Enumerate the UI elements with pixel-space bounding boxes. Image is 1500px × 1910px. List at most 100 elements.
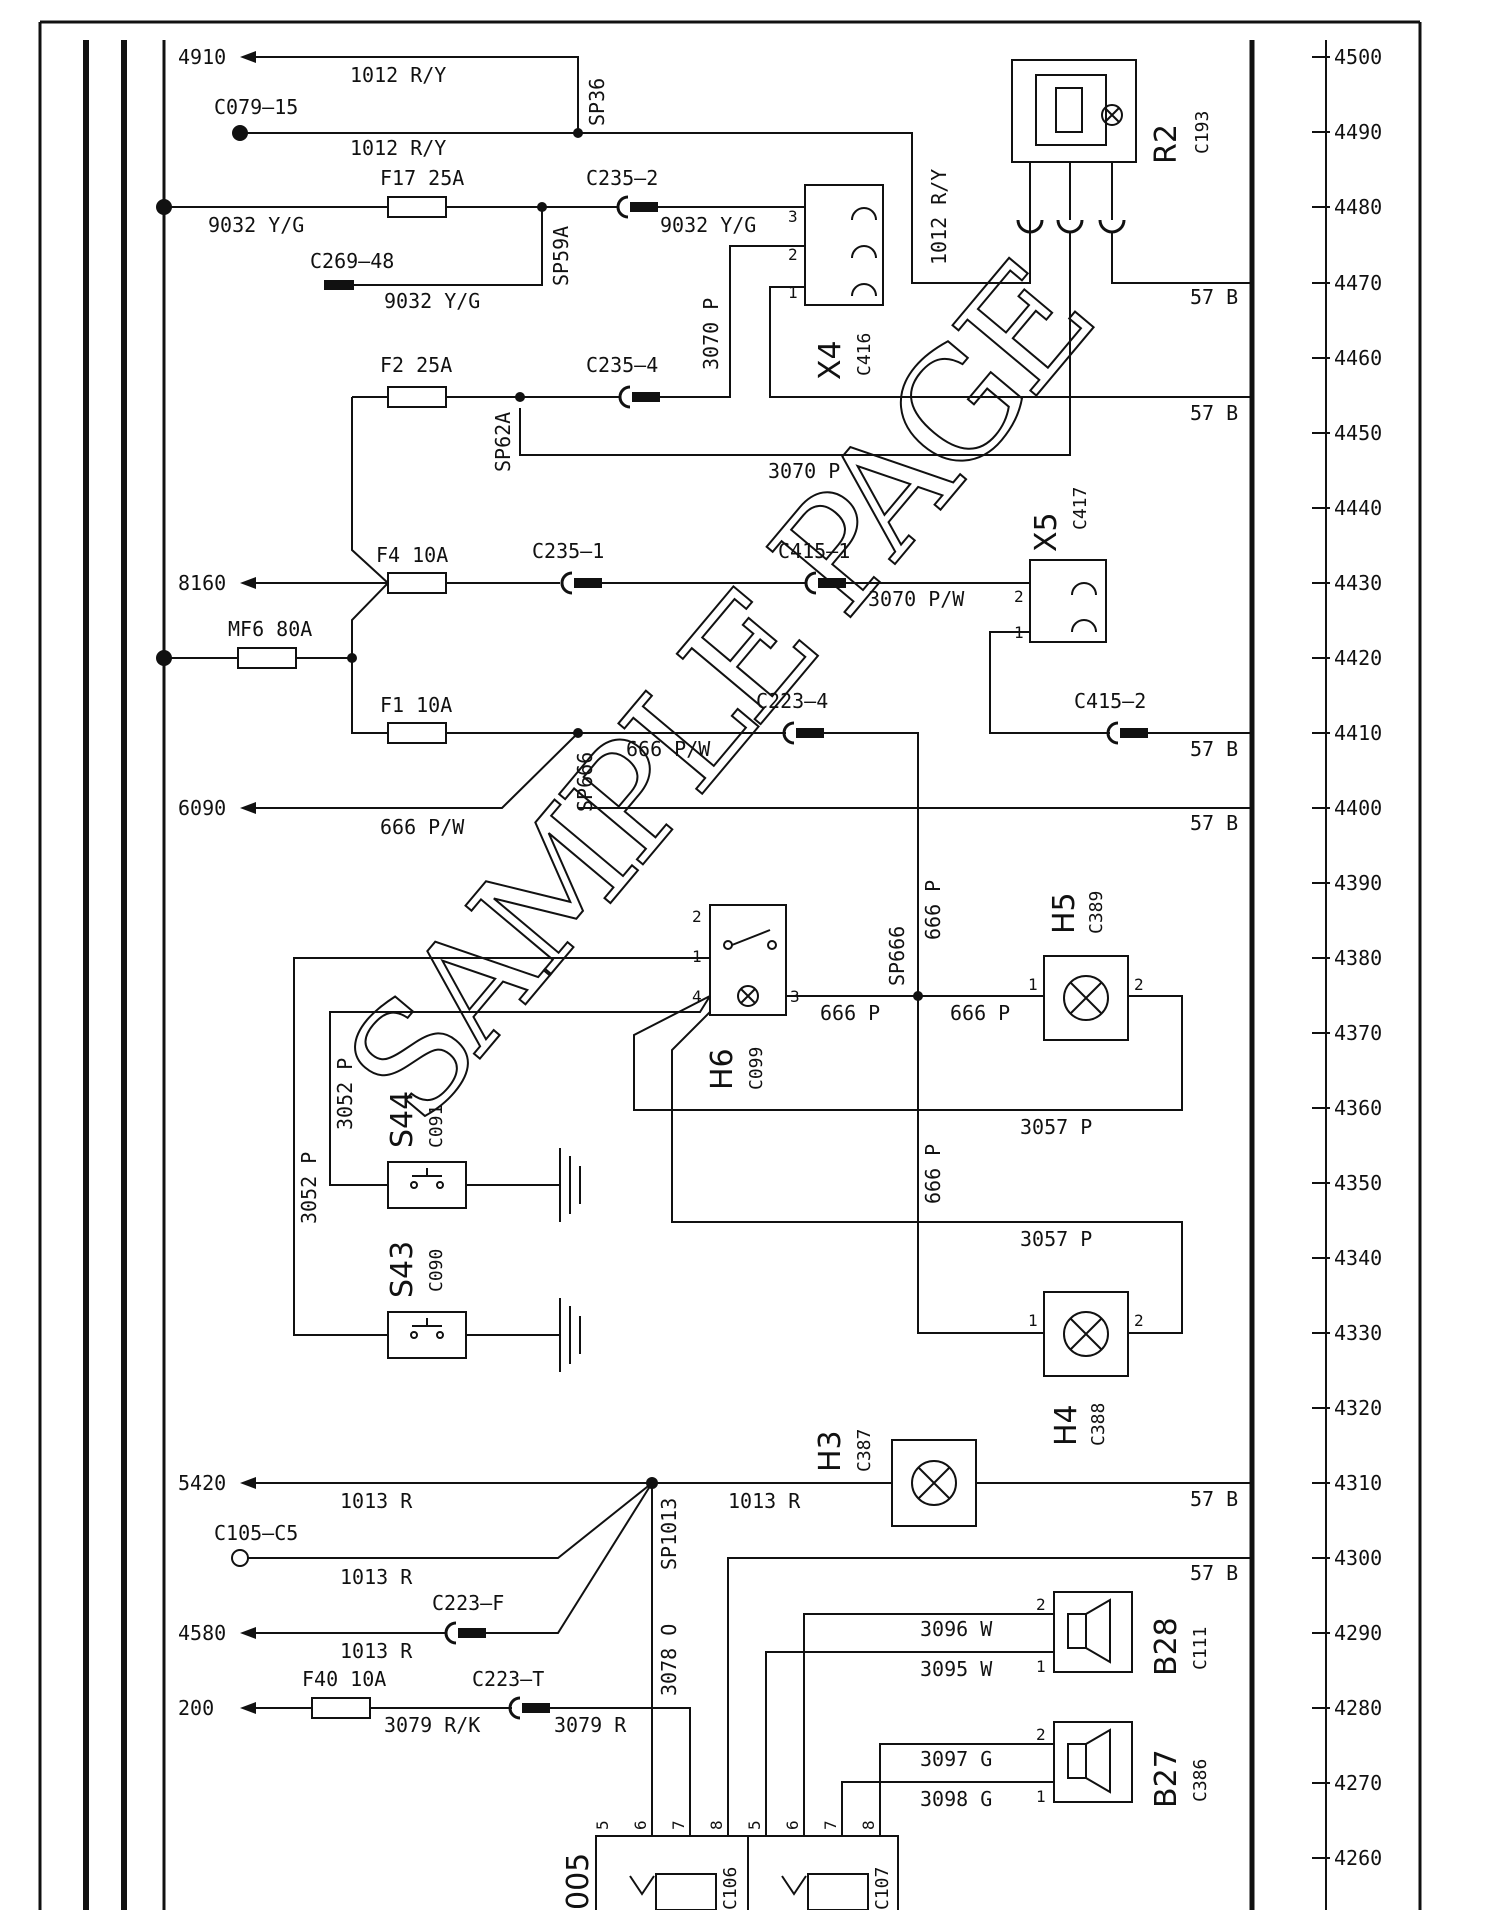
wire-label: 1012 R/Y xyxy=(927,169,951,265)
page-frame xyxy=(38,20,1422,1910)
speaker-icon xyxy=(1085,1728,1111,1794)
grid-label: 4310 xyxy=(1334,1471,1382,1495)
grid-label: 4450 xyxy=(1334,421,1382,445)
connector-socket-icon xyxy=(618,385,631,409)
grid-label: 4380 xyxy=(1334,946,1382,970)
splice-label: SP1013 xyxy=(657,1498,681,1570)
r2-component: R2 C193 xyxy=(1011,59,1213,234)
component-name: X5 xyxy=(1029,512,1064,552)
pin-label: 8 xyxy=(707,1820,726,1830)
ground-label: 57 B xyxy=(1190,1561,1238,1585)
ref-label: 8160 xyxy=(178,571,226,595)
arrow-icon xyxy=(240,1477,256,1489)
component-code: C388 xyxy=(1088,1403,1109,1446)
pin-label: 2 xyxy=(788,245,798,264)
pin-label: 1 xyxy=(788,283,798,302)
connector-socket-icon xyxy=(508,1696,521,1720)
fuse-label: F2 25A xyxy=(380,353,452,377)
wire-label: 3052 P xyxy=(297,1152,321,1224)
grid-label: 4290 xyxy=(1334,1621,1382,1645)
fuse-label: F4 10A xyxy=(376,543,448,567)
connector-socket-icon xyxy=(1056,219,1084,234)
pin-label: 5 xyxy=(745,1820,764,1830)
ground-icon xyxy=(559,1298,581,1372)
connector-label: C415–2 xyxy=(1074,689,1146,713)
grid-label: 4300 xyxy=(1334,1546,1382,1570)
wire-label: 3057 P xyxy=(1020,1115,1092,1139)
grid-label: 4260 xyxy=(1334,1846,1382,1870)
connector-label: C223–F xyxy=(432,1591,504,1615)
h6-component: 2 1 4 3 H6 C099 xyxy=(692,904,800,1090)
grid-label: 4350 xyxy=(1334,1171,1382,1195)
wire-label: 9032 Y/G xyxy=(660,213,756,237)
ref-label: 5420 xyxy=(178,1471,226,1495)
grid-label: 4330 xyxy=(1334,1321,1382,1345)
fuse-label: F1 10A xyxy=(380,693,452,717)
b28-speaker: 2 1 B28 C111 xyxy=(1036,1591,1211,1676)
component-code: C389 xyxy=(1086,891,1107,934)
component-name: B27 xyxy=(1149,1749,1184,1808)
ref-label: 4580 xyxy=(178,1621,226,1645)
wire-label: 3052 P xyxy=(333,1058,357,1130)
grid-label: 4470 xyxy=(1334,271,1382,295)
component-name: B28 xyxy=(1149,1617,1184,1676)
grid-label: 4360 xyxy=(1334,1096,1382,1120)
wire-label: 3079 R xyxy=(554,1713,627,1737)
wire-label: 9032 Y/G xyxy=(384,289,480,313)
ref-label: 200 xyxy=(178,1696,214,1720)
module-005: 5 6 7 8 5 6 7 8 005 C106 C107 xyxy=(561,1820,899,1910)
terminal-icon xyxy=(231,1549,249,1567)
wire-label: 3095 W xyxy=(920,1657,993,1681)
wire-label: 3070 P/W xyxy=(868,587,965,611)
wire-label: 3096 W xyxy=(920,1617,993,1641)
pin-label: 2 xyxy=(1014,587,1024,606)
grid-label: 4460 xyxy=(1334,346,1382,370)
lamp-icon xyxy=(1063,975,1109,1021)
wire-label: 3070 P xyxy=(768,459,840,483)
grid-label: 4390 xyxy=(1334,871,1382,895)
wire-label: 3070 P xyxy=(699,298,723,370)
speaker-icon xyxy=(1085,1598,1111,1664)
pin-label: 2 xyxy=(1134,1311,1144,1330)
fuse-icon xyxy=(387,572,447,594)
connector-socket-icon xyxy=(1106,721,1119,745)
grid-label: 4410 xyxy=(1334,721,1382,745)
arrow-icon xyxy=(240,51,256,63)
grid-label: 4430 xyxy=(1334,571,1382,595)
grid-label: 4420 xyxy=(1334,646,1382,670)
connector-socket-icon xyxy=(616,195,629,219)
component-code: C107 xyxy=(872,1867,893,1910)
component-code: C417 xyxy=(1070,487,1091,530)
pin-label: 2 xyxy=(692,907,702,926)
component-name: 005 xyxy=(561,1853,596,1910)
component-code: C106 xyxy=(720,1867,741,1910)
grid-label: 4480 xyxy=(1334,195,1382,219)
grid-ruler: 4500 4490 4480 4470 4460 4450 4440 4430 … xyxy=(1312,45,1382,1870)
component-code: C090 xyxy=(426,1249,447,1292)
wire-label: 666 P xyxy=(820,1001,880,1025)
pin-label: 2 xyxy=(1036,1725,1046,1744)
connector-label: C235–1 xyxy=(532,539,604,563)
connector-socket-icon xyxy=(444,1621,457,1645)
wire-label: 3079 R/K xyxy=(384,1713,480,1737)
connector-socket-icon xyxy=(804,571,817,595)
top-circuits: 4910 1012 R/Y SP36 C079–15 1012 R/Y 1012… xyxy=(156,45,1252,483)
fuse-label: F40 10A xyxy=(302,1667,386,1691)
pin-label: 8 xyxy=(859,1820,878,1830)
arrow-icon xyxy=(240,1627,256,1639)
splice-label: SP666 xyxy=(573,752,597,812)
connector-plug-icon xyxy=(324,280,354,290)
wire-label: 3078 O xyxy=(657,1624,681,1696)
connector-label: C235–4 xyxy=(586,353,658,377)
pin-label: 1 xyxy=(1028,975,1038,994)
component-name: R2 xyxy=(1149,124,1184,164)
lamp-icon xyxy=(911,1460,957,1506)
x5-connector: 2 1 X5 C417 xyxy=(1014,487,1107,643)
component-code: C091 xyxy=(426,1105,447,1148)
arrow-icon xyxy=(240,1702,256,1714)
b27-speaker: 2 1 B27 C386 xyxy=(1036,1721,1211,1808)
wire-label: 3098 G xyxy=(920,1787,992,1811)
h3-lamp: H3 C387 xyxy=(813,1429,977,1527)
fuse-tree: F4 10A 8160 C235–1 C415–1 3070 P/W 2 1 X… xyxy=(156,397,1252,1000)
ref-label: 4910 xyxy=(178,45,226,69)
